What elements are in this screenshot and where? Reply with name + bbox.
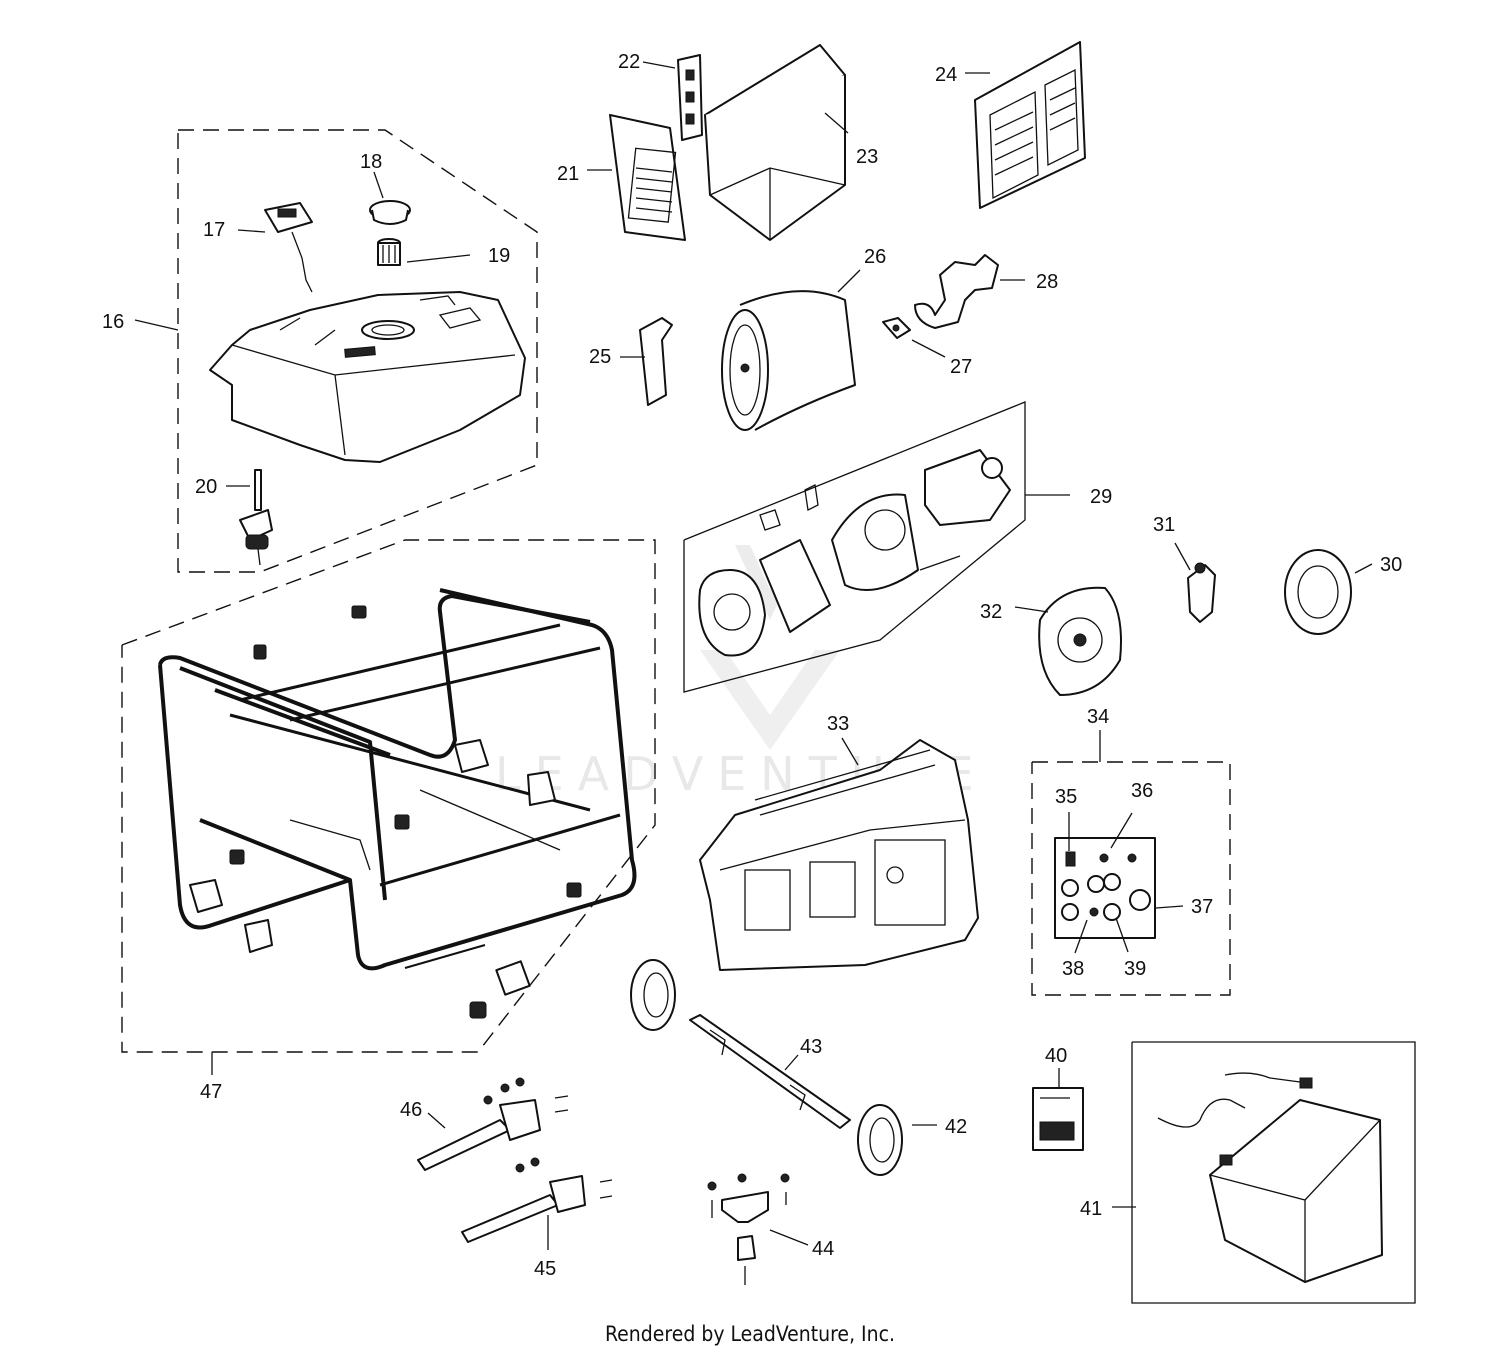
wheel-left-part — [630, 959, 676, 1031]
foot-mount-part — [707, 1173, 790, 1285]
callout-44: 44 — [812, 1238, 834, 1260]
callout-45: 45 — [534, 1258, 556, 1280]
axle-part — [689, 1014, 851, 1129]
rear-housing-part — [1038, 586, 1122, 696]
callout-29: 29 — [1090, 486, 1112, 508]
frame-group-outline — [121, 539, 656, 1053]
fuel-gauge-part — [264, 202, 313, 293]
owner-manual-part — [1032, 1087, 1084, 1151]
callout-38: 38 — [1062, 958, 1084, 980]
muffler-bracket-part — [639, 317, 673, 406]
battery-group-outline — [1131, 1041, 1416, 1304]
exhaust-pipe-part — [914, 254, 999, 329]
wheel-right-part — [857, 1104, 903, 1176]
support-bracket-part — [704, 44, 846, 241]
callout-22: 22 — [618, 51, 640, 73]
callout-42: 42 — [945, 1116, 967, 1138]
control-panel-group-outline — [1031, 761, 1231, 996]
callout-47: 47 — [200, 1081, 222, 1103]
fuel-cap-part — [369, 200, 411, 225]
leader-lines — [134, 61, 1373, 1250]
side-panel-part — [974, 41, 1086, 209]
fuel-strainer-part — [377, 238, 401, 266]
capacitor-part — [1187, 562, 1216, 623]
end-cover-part — [609, 114, 686, 241]
callout-21: 21 — [557, 163, 579, 185]
alternator-parts — [698, 449, 1011, 657]
control-panel-plate-part — [1054, 837, 1156, 939]
callout-40: 40 — [1045, 1045, 1067, 1067]
callout-numbers: 16 17 18 19 20 21 22 23 24 25 26 27 28 2… — [102, 51, 1402, 1280]
callout-23: 23 — [856, 146, 878, 168]
battery-part — [1157, 1072, 1383, 1283]
frame-part — [158, 588, 637, 971]
callout-27: 27 — [950, 356, 972, 378]
callout-34: 34 — [1087, 706, 1109, 728]
callout-37: 37 — [1191, 896, 1213, 918]
callout-26: 26 — [864, 246, 886, 268]
handle-lower-part — [461, 1157, 613, 1243]
callout-30: 30 — [1380, 554, 1402, 576]
muffler-part — [721, 290, 856, 431]
panel-strip-part — [677, 54, 703, 141]
callout-32: 32 — [980, 601, 1002, 623]
fuel-valve-part — [239, 469, 273, 566]
callout-43: 43 — [800, 1036, 822, 1058]
callout-31: 31 — [1153, 514, 1175, 536]
callout-41: 41 — [1080, 1198, 1102, 1220]
fuel-tank-part — [209, 291, 526, 463]
frame-hardware — [189, 605, 582, 1019]
callout-24: 24 — [935, 64, 957, 86]
callout-39: 39 — [1124, 958, 1146, 980]
alternator-group-outline — [683, 401, 1026, 693]
footer-credit: Rendered by LeadVenture, Inc. — [605, 1322, 895, 1346]
end-cap-part — [1284, 549, 1352, 635]
control-panel-housing-part — [699, 739, 979, 971]
callout-25: 25 — [589, 346, 611, 368]
callout-28: 28 — [1036, 271, 1058, 293]
callout-19: 19 — [488, 245, 510, 267]
callout-33: 33 — [827, 713, 849, 735]
callout-35: 35 — [1055, 786, 1077, 808]
callout-17: 17 — [203, 219, 225, 241]
callout-46: 46 — [400, 1099, 422, 1121]
fuel-tank-group-outline — [177, 129, 538, 573]
callout-16: 16 — [102, 311, 124, 333]
exhaust-gasket-part — [882, 317, 911, 339]
callout-18: 18 — [360, 151, 382, 173]
callout-36: 36 — [1131, 780, 1153, 802]
callout-20: 20 — [195, 476, 217, 498]
handle-upper-part — [417, 1077, 569, 1171]
